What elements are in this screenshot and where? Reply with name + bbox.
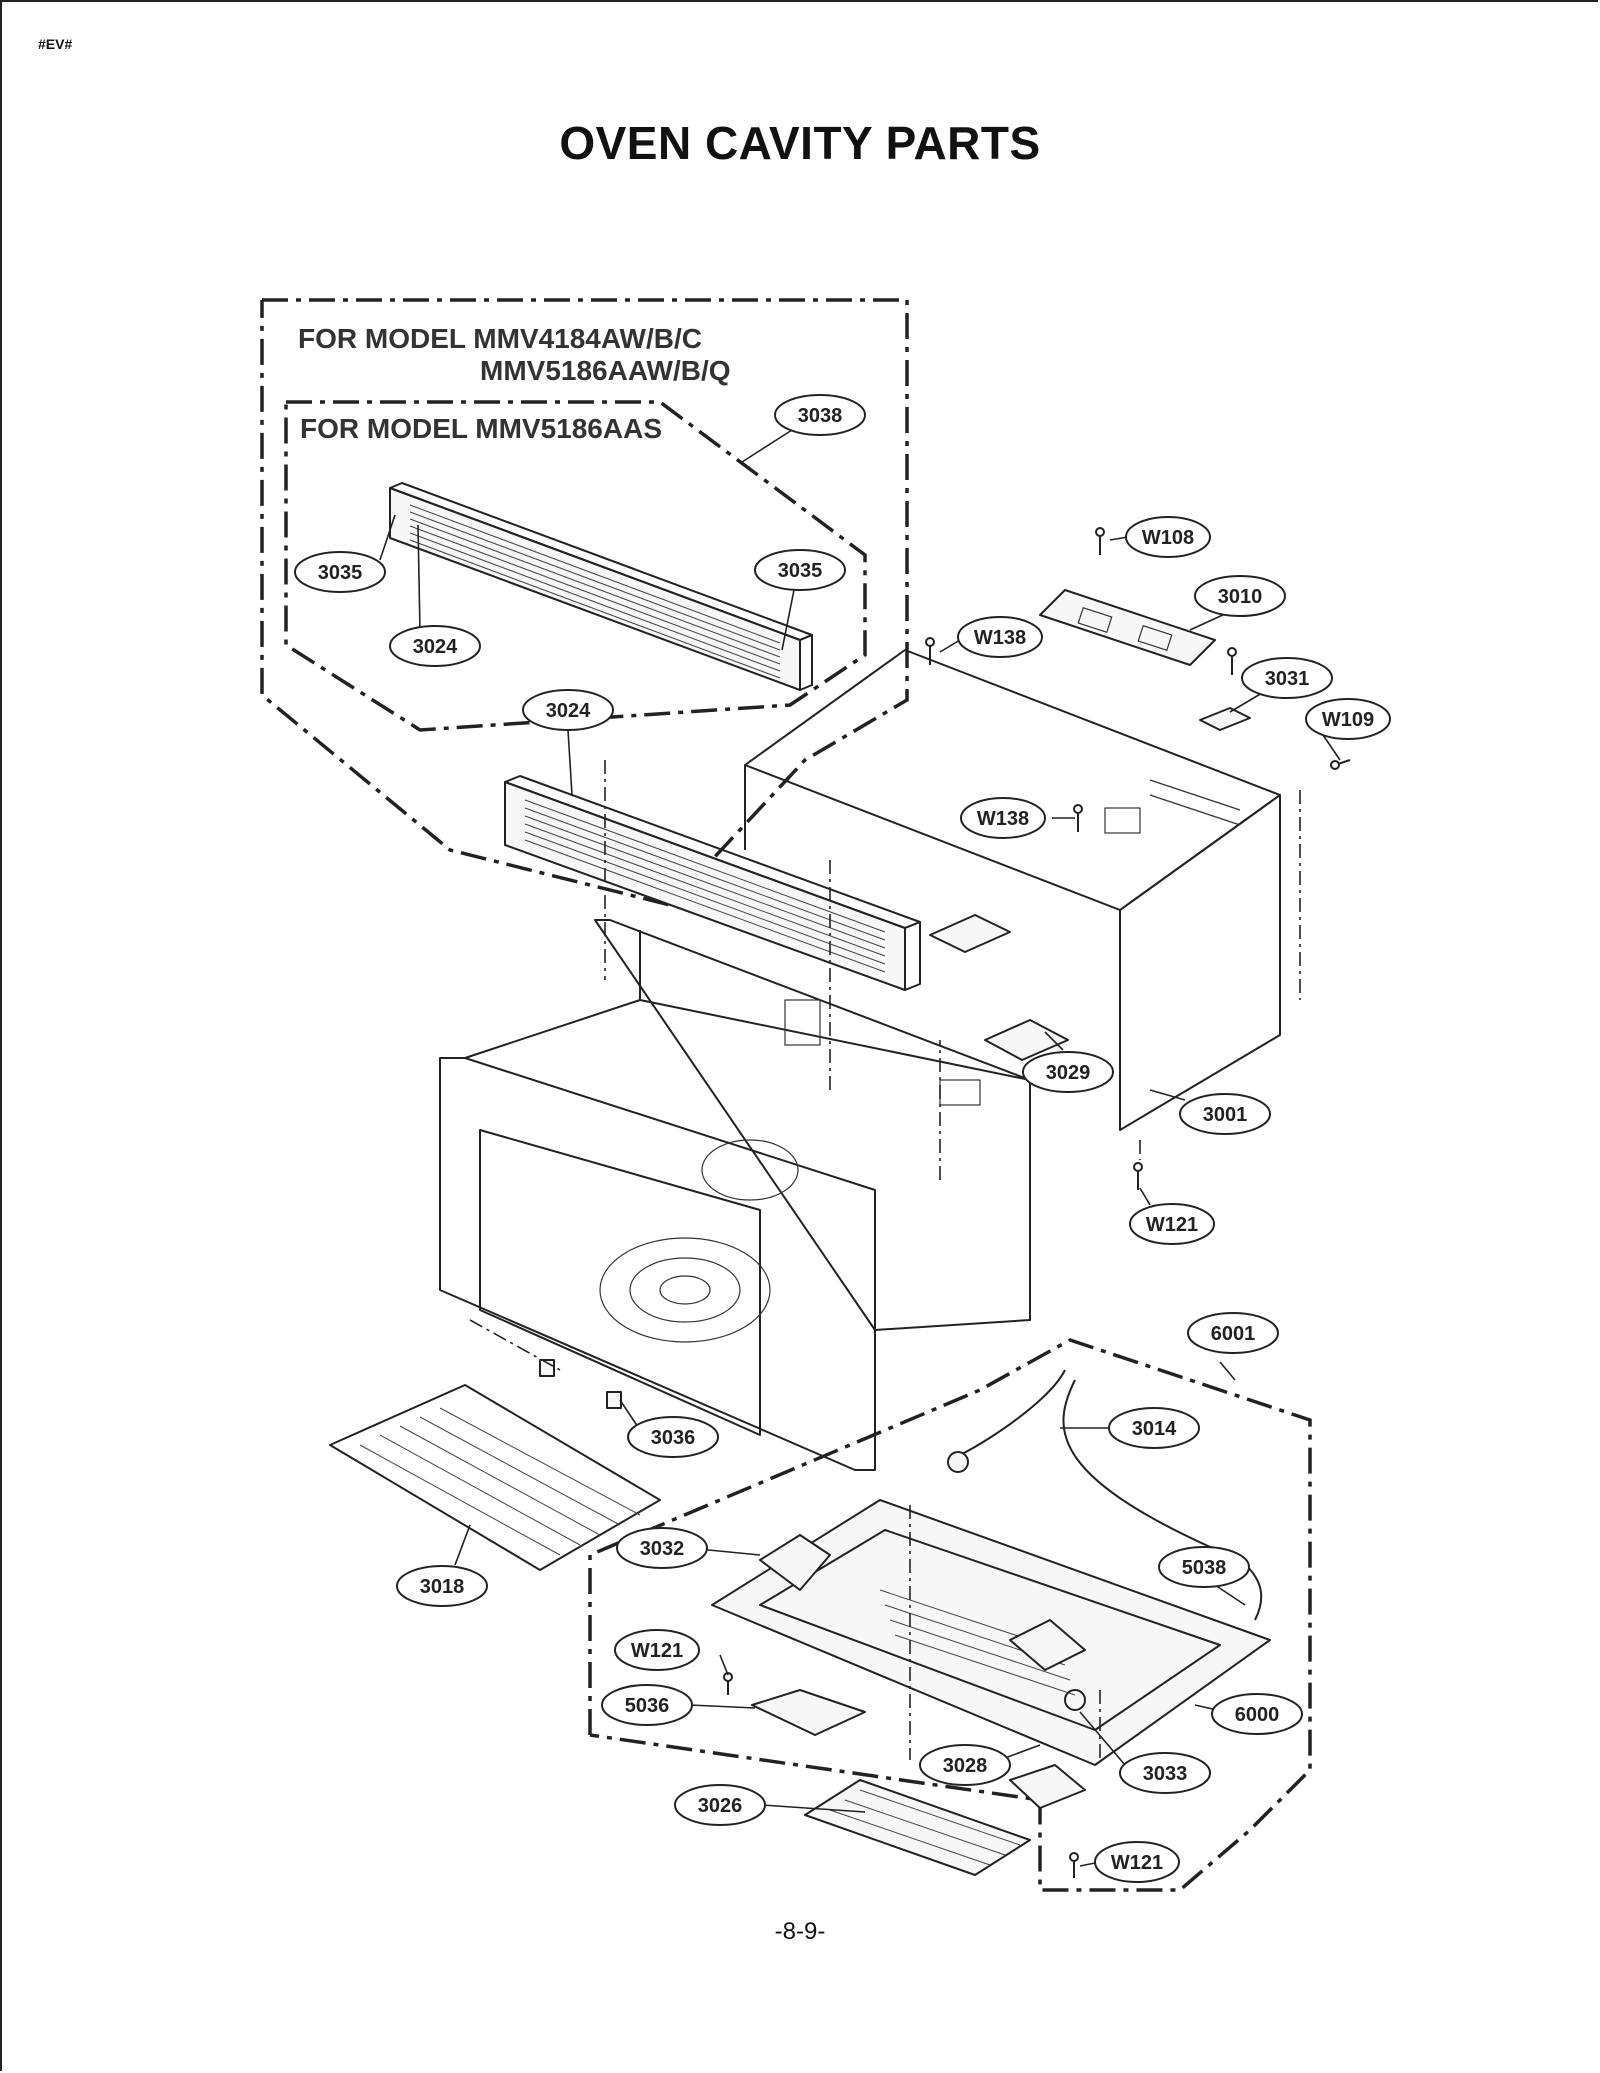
callout-label: W121 bbox=[1146, 1214, 1198, 1236]
assembly-guide-lines bbox=[469, 760, 1301, 1760]
callout-label: 3024 bbox=[413, 636, 458, 658]
callout-label: 3031 bbox=[1265, 668, 1310, 690]
callout-label: 5036 bbox=[625, 1695, 670, 1717]
model-note-inner-line1: FOR MODEL MMV5186AAS bbox=[300, 413, 662, 444]
callout-5038: 5038 bbox=[1158, 1546, 1250, 1588]
base-plate-group-outline bbox=[588, 1338, 1312, 1892]
model-note-outer-line2: MMV5186AAW/B/Q bbox=[480, 355, 731, 386]
page-title: OVEN CAVITY PARTS bbox=[559, 117, 1041, 169]
callout-6000: 6000 bbox=[1211, 1693, 1303, 1735]
callout-3026: 3026 bbox=[674, 1784, 766, 1826]
callout-label: 3038 bbox=[798, 405, 843, 427]
callout-label: 5038 bbox=[1182, 1557, 1227, 1579]
callout-label: 3035 bbox=[778, 560, 823, 582]
screws bbox=[723, 527, 1351, 1878]
base-plate bbox=[711, 1499, 1271, 1766]
callout-label: 3018 bbox=[420, 1576, 465, 1598]
callout-3036: 3036 bbox=[627, 1416, 719, 1458]
callout-3018: 3018 bbox=[396, 1565, 488, 1607]
oven-cavity bbox=[439, 919, 1031, 1471]
callout-label: 3035 bbox=[318, 562, 363, 584]
callout-W121-middle: W121 bbox=[614, 1629, 700, 1671]
callout-label: W121 bbox=[1111, 1852, 1163, 1874]
callout-label: 3010 bbox=[1218, 586, 1263, 608]
wire-harness bbox=[959, 1369, 1263, 1621]
vent-grille-upper bbox=[389, 482, 813, 691]
callout-3038: 3038 bbox=[774, 394, 866, 436]
lamp-holder-5036 bbox=[751, 1689, 866, 1736]
outer-case bbox=[744, 649, 1281, 1131]
fastener-3036-b bbox=[606, 1391, 622, 1409]
callout-W108: W108 bbox=[1125, 516, 1211, 558]
outer-model-group-outline bbox=[260, 298, 909, 907]
callout-label: 3026 bbox=[698, 1795, 743, 1817]
callout-label: 3033 bbox=[1143, 1763, 1188, 1785]
lamp-socket-3033 bbox=[1064, 1689, 1086, 1711]
callout-W109: W109 bbox=[1305, 698, 1391, 740]
header-code: #EV# bbox=[38, 36, 73, 52]
callout-label: 3028 bbox=[943, 1755, 988, 1777]
callout-3001: 3001 bbox=[1179, 1093, 1271, 1135]
bracket-3029-b bbox=[984, 1019, 1069, 1061]
callout-3029: 3029 bbox=[1022, 1051, 1114, 1093]
grease-filter bbox=[804, 1779, 1031, 1876]
callout-3031: 3031 bbox=[1241, 657, 1333, 699]
lamp-holder-right bbox=[1009, 1764, 1086, 1809]
callout-3028: 3028 bbox=[919, 1744, 1011, 1786]
callout-W121-lower: W121 bbox=[1094, 1841, 1180, 1883]
callout-label: W138 bbox=[977, 808, 1029, 830]
callout-W138-upper: W138 bbox=[957, 616, 1043, 658]
callout-label: W109 bbox=[1322, 709, 1374, 731]
fan-lamp-bracket bbox=[1009, 1619, 1086, 1671]
bracket-3029-a bbox=[929, 914, 1011, 953]
callout-3032: 3032 bbox=[616, 1527, 708, 1569]
inner-model-group-outline bbox=[284, 400, 867, 732]
callout-label: 3036 bbox=[651, 1427, 696, 1449]
callout-W121-upper: W121 bbox=[1129, 1203, 1215, 1245]
page-number: -8-9- bbox=[774, 1918, 826, 1945]
callout-3033: 3033 bbox=[1119, 1752, 1211, 1794]
callout-label: 6000 bbox=[1235, 1704, 1280, 1726]
callout-5036: 5036 bbox=[601, 1684, 693, 1726]
bracket-3031 bbox=[1199, 707, 1251, 731]
callout-label: 6001 bbox=[1211, 1323, 1256, 1345]
callout-label: W138 bbox=[974, 627, 1026, 649]
callout-W138-lower: W138 bbox=[960, 797, 1046, 839]
callout-label: 3024 bbox=[546, 700, 591, 722]
callout-label: 3014 bbox=[1132, 1418, 1177, 1440]
callout-label: W121 bbox=[631, 1640, 683, 1662]
callout-3024-lower: 3024 bbox=[522, 689, 614, 731]
callout-label: 3032 bbox=[640, 1538, 685, 1560]
callout-label: W108 bbox=[1142, 527, 1194, 549]
callout-label: 3001 bbox=[1203, 1104, 1248, 1126]
harness-sensor bbox=[947, 1451, 969, 1473]
callout-label: 3029 bbox=[1046, 1062, 1091, 1084]
callout-3035-left: 3035 bbox=[294, 551, 386, 593]
callout-3024-upper: 3024 bbox=[389, 625, 481, 667]
callout-3014: 3014 bbox=[1108, 1407, 1200, 1449]
top-bracket bbox=[1039, 589, 1216, 666]
callout-6001: 6001 bbox=[1187, 1312, 1279, 1354]
callout-3010: 3010 bbox=[1194, 575, 1286, 617]
callout-3035-right: 3035 bbox=[754, 549, 846, 591]
lamp-holder-3032 bbox=[759, 1534, 831, 1591]
oven-tray bbox=[329, 1384, 661, 1571]
model-note-outer-line1: FOR MODEL MMV4184AW/B/C bbox=[298, 323, 702, 354]
